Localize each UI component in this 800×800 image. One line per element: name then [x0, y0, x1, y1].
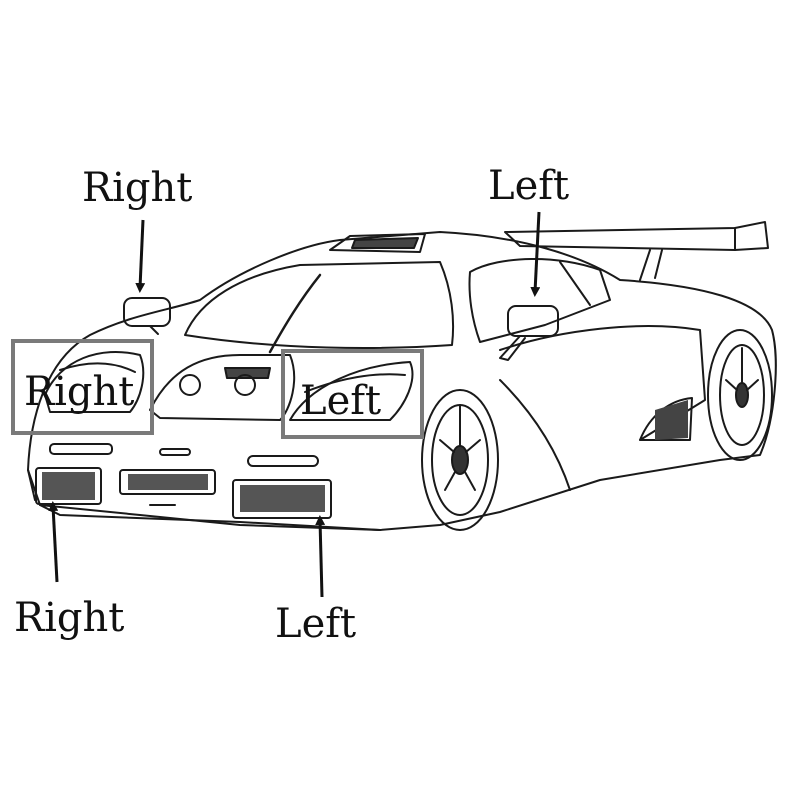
side-details — [499, 325, 706, 491]
front-wheel — [421, 389, 499, 531]
rear-wheel — [707, 329, 773, 461]
intake-right-shape — [35, 467, 102, 505]
label-intake-right: Right — [14, 595, 125, 641]
center-intake-shape — [119, 469, 216, 506]
windshield — [184, 261, 455, 354]
arrow-intake-right — [48, 501, 59, 583]
bumper-lights — [49, 443, 319, 467]
label-headlight-left: Left — [300, 378, 382, 424]
headlight-right-box — [11, 339, 154, 435]
arrow-mirror-left — [530, 211, 541, 297]
rear-wing — [504, 221, 769, 281]
side-window — [468, 258, 611, 343]
intake-left-shape — [232, 479, 332, 519]
label-mirror-left: Left — [488, 163, 570, 209]
arrow-mirror-right — [135, 219, 146, 293]
label-headlight-right: Right — [24, 369, 135, 415]
headlight-left-shape — [289, 361, 414, 421]
mirror-left-shape — [499, 305, 559, 361]
mirror-right-shape — [123, 297, 171, 335]
label-mirror-right: Right — [82, 165, 193, 211]
label-intake-left: Left — [275, 601, 357, 647]
arrow-intake-left — [315, 515, 326, 598]
headlight-right-shape — [44, 351, 145, 413]
headlight-left-box — [281, 349, 424, 439]
